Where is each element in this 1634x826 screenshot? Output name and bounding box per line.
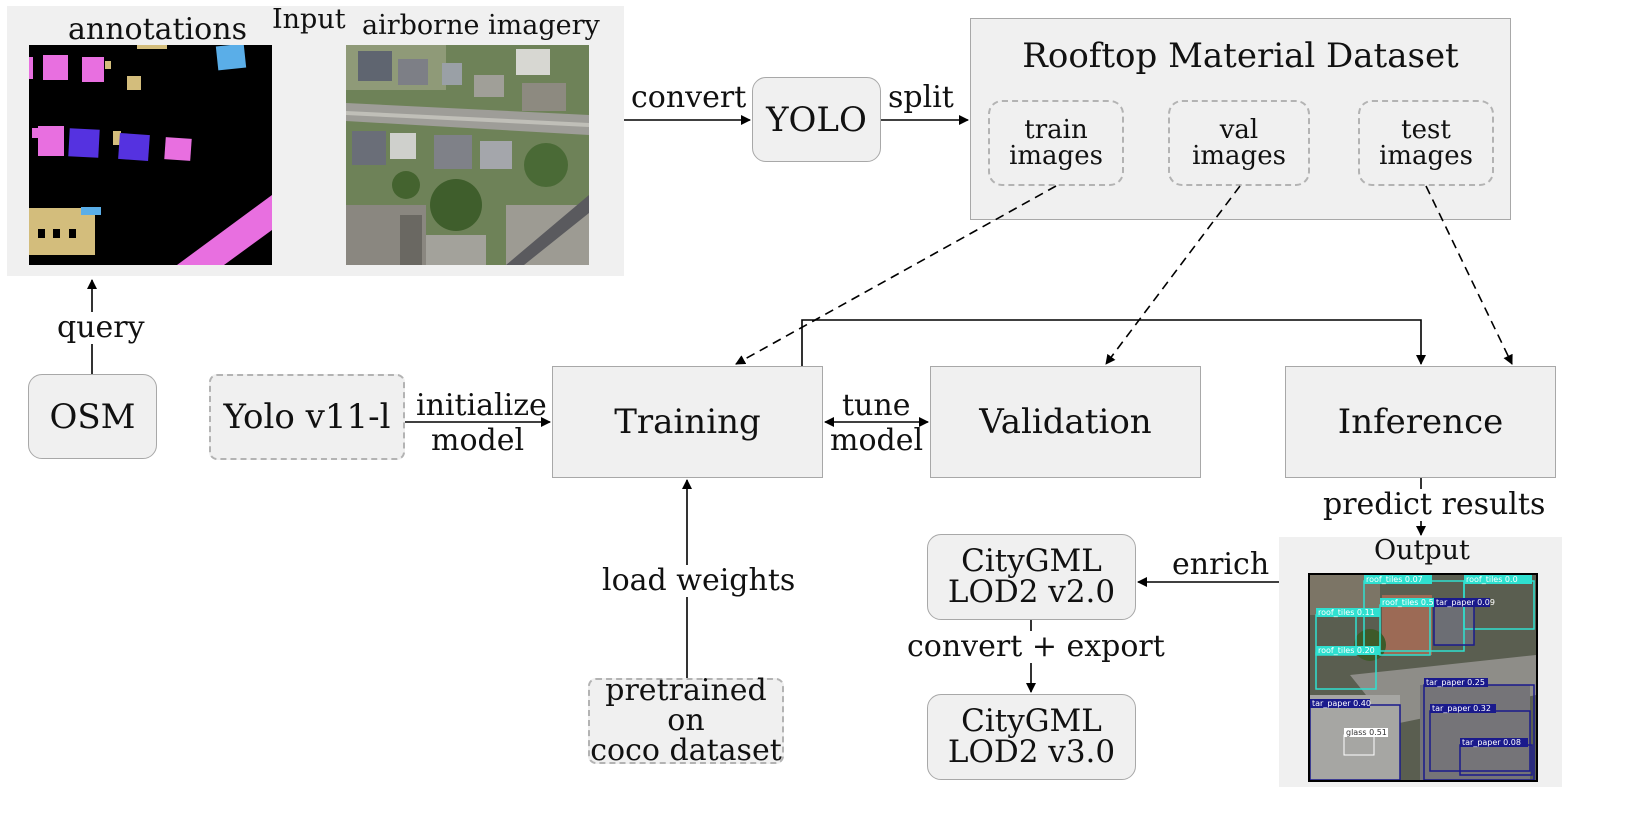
test-images-label-line1: test <box>1401 115 1451 145</box>
detection-label: roof_tiles 0.0 <box>1466 575 1518 584</box>
convert-export-label: convert + export <box>905 629 1167 664</box>
test-to-inference-arrow <box>1425 185 1513 365</box>
citygml-v3-label-line2: LOD2 v3.0 <box>947 734 1116 770</box>
predict-results-label: predict results <box>1321 487 1548 522</box>
tune-label-line1: tune <box>842 388 911 423</box>
airborne-imagery-image <box>346 45 589 265</box>
inference-label: Inference <box>1337 402 1504 442</box>
pretrained-coco-node: pretrained on coco dataset <box>588 673 784 768</box>
inference-node: Inference <box>1285 366 1556 478</box>
detection-label: glass 0.51 <box>1346 728 1387 737</box>
input-panel-title: Input <box>272 4 346 35</box>
annotations-mask-image <box>29 45 272 265</box>
output-panel-title: Output <box>1374 535 1470 566</box>
citygml-v2-label-line2: LOD2 v2.0 <box>947 574 1116 610</box>
annotations-label: annotations <box>68 12 247 47</box>
yolo-v11-label: Yolo v11-l <box>223 397 391 437</box>
val-images-label-line1: val <box>1219 115 1259 145</box>
yolo-v11-model-node: Yolo v11-l <box>209 374 405 460</box>
training-label: Training <box>614 402 761 442</box>
test-images-node: test images <box>1358 100 1494 186</box>
detection-label: roof_tiles 0.52 <box>1382 598 1439 607</box>
validation-node: Validation <box>930 366 1201 478</box>
split-label: split <box>888 80 954 115</box>
validation-label: Validation <box>979 402 1152 442</box>
detection-label: roof_tiles 0.07 <box>1366 575 1423 584</box>
detection-label: tar_paper 0.08 <box>1462 738 1521 747</box>
enrich-label: enrich <box>1172 547 1270 582</box>
train-images-node: train images <box>988 100 1124 186</box>
detection-label: roof_tiles 0.11 <box>1318 608 1375 617</box>
dataset-title: Rooftop Material Dataset <box>1022 36 1459 76</box>
load-weights-label: load weights <box>600 563 798 598</box>
train-images-label-line2: images <box>1009 141 1103 171</box>
val-to-validation-arrow <box>1105 185 1241 365</box>
airborne-imagery-label: airborne imagery <box>362 10 600 41</box>
pretrained-label-line2: coco dataset <box>590 733 782 768</box>
detection-label: tar_paper 0.25 <box>1426 678 1485 687</box>
val-images-label-line2: images <box>1192 141 1286 171</box>
training-to-inference-arrow <box>801 319 1426 366</box>
yolo-convert-label: YOLO <box>766 99 867 140</box>
osm-node: OSM <box>28 374 157 459</box>
train-images-label-line1: train <box>1024 115 1088 145</box>
query-label: query <box>55 310 147 345</box>
test-images-label-line2: images <box>1379 141 1473 171</box>
citygml-v2-node: CityGML LOD2 v2.0 <box>927 534 1136 620</box>
initialize-label-line2: model <box>431 423 525 458</box>
convert-label: convert <box>631 80 747 115</box>
yolo-convert-node: YOLO <box>752 77 881 162</box>
train-to-training-arrow <box>735 185 1057 365</box>
initialize-label-line1: initialize <box>416 388 547 423</box>
training-node: Training <box>552 366 823 478</box>
citygml-v3-label-line1: CityGML <box>961 703 1102 739</box>
detection-label: tar_paper 0.32 <box>1432 704 1491 713</box>
citygml-v2-label-line1: CityGML <box>961 543 1102 579</box>
tune-label-line2: model <box>830 423 924 458</box>
detection-label: tar_paper 0.09 <box>1436 598 1495 607</box>
citygml-v3-node: CityGML LOD2 v3.0 <box>927 694 1136 780</box>
output-detection-image: roof_tiles 0.07 roof_tiles 0.0 roof_tile… <box>1308 573 1538 782</box>
val-images-node: val images <box>1168 100 1310 186</box>
pretrained-label-line1: pretrained on <box>605 673 767 738</box>
osm-label: OSM <box>49 396 136 437</box>
detection-label: roof_tiles 0.20 <box>1318 646 1375 655</box>
detection-label: tar_paper 0.40 <box>1312 699 1371 708</box>
